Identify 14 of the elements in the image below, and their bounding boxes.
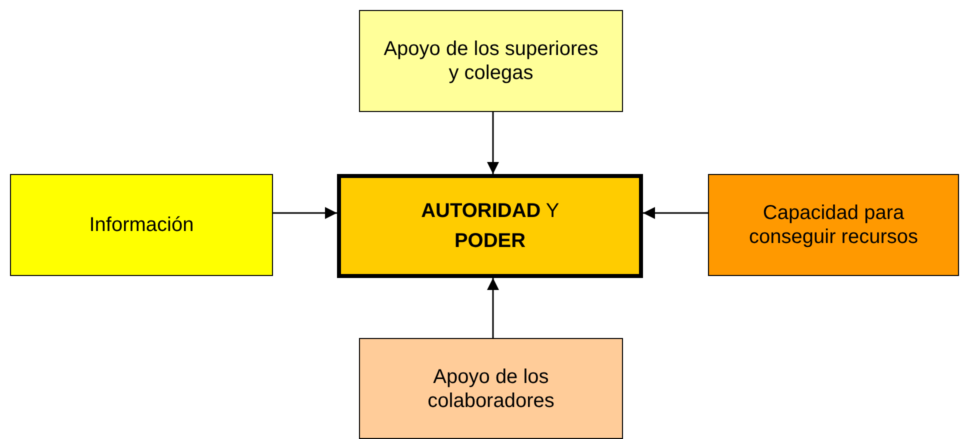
process-box [708,174,959,276]
process-box [359,10,623,112]
process-box [10,174,273,276]
arrow [643,207,708,219]
box-label: Información [89,213,194,237]
box-label: Apoyo de los superiores y colegas [382,37,600,85]
process-box [359,338,623,439]
box-label: Capacidad para conseguir recursos [748,201,919,249]
arrow [487,278,499,338]
arrow [487,112,499,174]
box-label: Apoyo de los colaboradores [426,364,556,412]
central-title: AUTORIDAD Y PODER [420,199,560,254]
central-box [337,174,643,278]
arrow [273,207,337,219]
